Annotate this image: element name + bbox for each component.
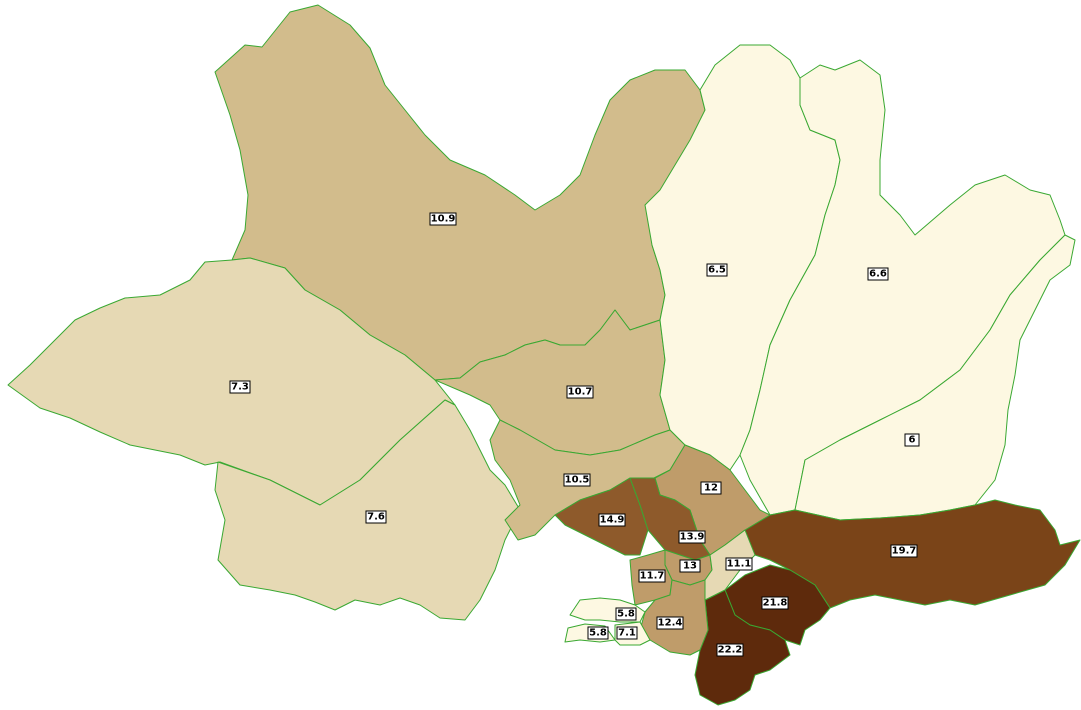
region-label: 14.9 xyxy=(598,513,626,527)
region-southwest[interactable] xyxy=(214,399,521,621)
label-box xyxy=(616,626,638,640)
label-box xyxy=(563,473,591,487)
label-box xyxy=(587,626,609,640)
label-text: 12 xyxy=(704,483,718,494)
label-box xyxy=(615,607,637,621)
labels-layer: 10.9 7.3 7.6 10.7 10.5 6.5 6.6 6 xyxy=(229,212,920,657)
region-label: 11.1 xyxy=(725,557,753,571)
region-label: 6.6 xyxy=(867,267,889,281)
label-box xyxy=(725,557,753,571)
label-text: 13 xyxy=(683,561,697,572)
label-text: 6 xyxy=(909,435,916,446)
label-text: 6.6 xyxy=(869,269,887,280)
label-box xyxy=(656,616,684,630)
region-label: 5.8 xyxy=(587,626,609,640)
label-box xyxy=(429,212,457,226)
label-text: 10.5 xyxy=(565,475,590,486)
region-label: 7.3 xyxy=(229,380,251,394)
label-text: 7.1 xyxy=(618,628,636,639)
label-box xyxy=(761,596,789,610)
label-text: 5.8 xyxy=(617,609,635,620)
region-label: 7.6 xyxy=(365,510,387,524)
label-box xyxy=(566,385,594,399)
label-box xyxy=(706,263,728,277)
region-label: 13 xyxy=(679,559,701,573)
region-label: 19.7 xyxy=(890,544,918,558)
label-text: 7.3 xyxy=(231,382,249,393)
region-label: 21.8 xyxy=(761,596,789,610)
region-label: 12 xyxy=(700,481,722,495)
region-label: 11.7 xyxy=(638,569,666,583)
region-label: 10.5 xyxy=(563,473,591,487)
region-label: 12.4 xyxy=(656,616,684,630)
label-text: 11.7 xyxy=(640,571,665,582)
label-text: 6.5 xyxy=(708,265,726,276)
label-text: 13.9 xyxy=(680,532,705,543)
label-box xyxy=(700,481,722,495)
region-label: 7.1 xyxy=(616,626,638,640)
label-text: 21.8 xyxy=(763,598,788,609)
label-box xyxy=(679,559,701,573)
label-box xyxy=(678,530,706,544)
label-box xyxy=(365,510,387,524)
label-box xyxy=(638,569,666,583)
region-label: 13.9 xyxy=(678,530,706,544)
region-label: 10.9 xyxy=(429,212,457,226)
region-label: 5.8 xyxy=(615,607,637,621)
label-text: 5.8 xyxy=(589,628,607,639)
label-text: 14.9 xyxy=(600,515,625,526)
label-text: 11.1 xyxy=(727,559,752,570)
label-text: 10.9 xyxy=(431,214,456,225)
label-text: 19.7 xyxy=(892,546,917,557)
label-text: 22.2 xyxy=(718,645,743,656)
region-label: 6.5 xyxy=(706,263,728,277)
region-label: 6 xyxy=(904,433,920,447)
label-box xyxy=(598,513,626,527)
region-label: 22.2 xyxy=(716,643,744,657)
label-box xyxy=(716,643,744,657)
label-box xyxy=(229,380,251,394)
label-text: 12.4 xyxy=(658,618,683,629)
label-box xyxy=(890,544,918,558)
regions-layer xyxy=(7,4,1081,706)
label-text: 7.6 xyxy=(367,512,385,523)
region-label: 10.7 xyxy=(566,385,594,399)
label-box xyxy=(904,433,920,447)
label-box xyxy=(867,267,889,281)
label-text: 10.7 xyxy=(568,387,593,398)
